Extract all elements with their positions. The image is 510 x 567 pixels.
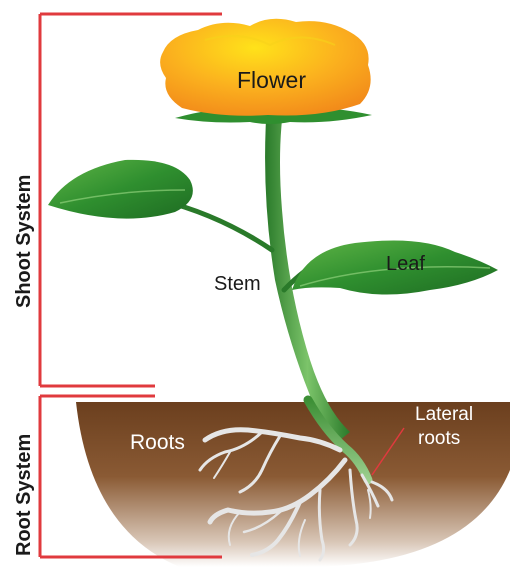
label-stem: Stem [214,273,261,295]
label-flower: Flower [237,67,306,93]
label-shoot-system: Shoot System [13,175,35,308]
label-lateral-roots-line2: roots [418,428,460,449]
label-lateral-roots-line1: Lateral [415,404,473,425]
soil [76,402,510,567]
label-roots: Roots [130,431,185,454]
label-root-system: Root System [13,434,35,556]
label-leaf: Leaf [386,253,425,275]
left-leaf [48,160,193,219]
